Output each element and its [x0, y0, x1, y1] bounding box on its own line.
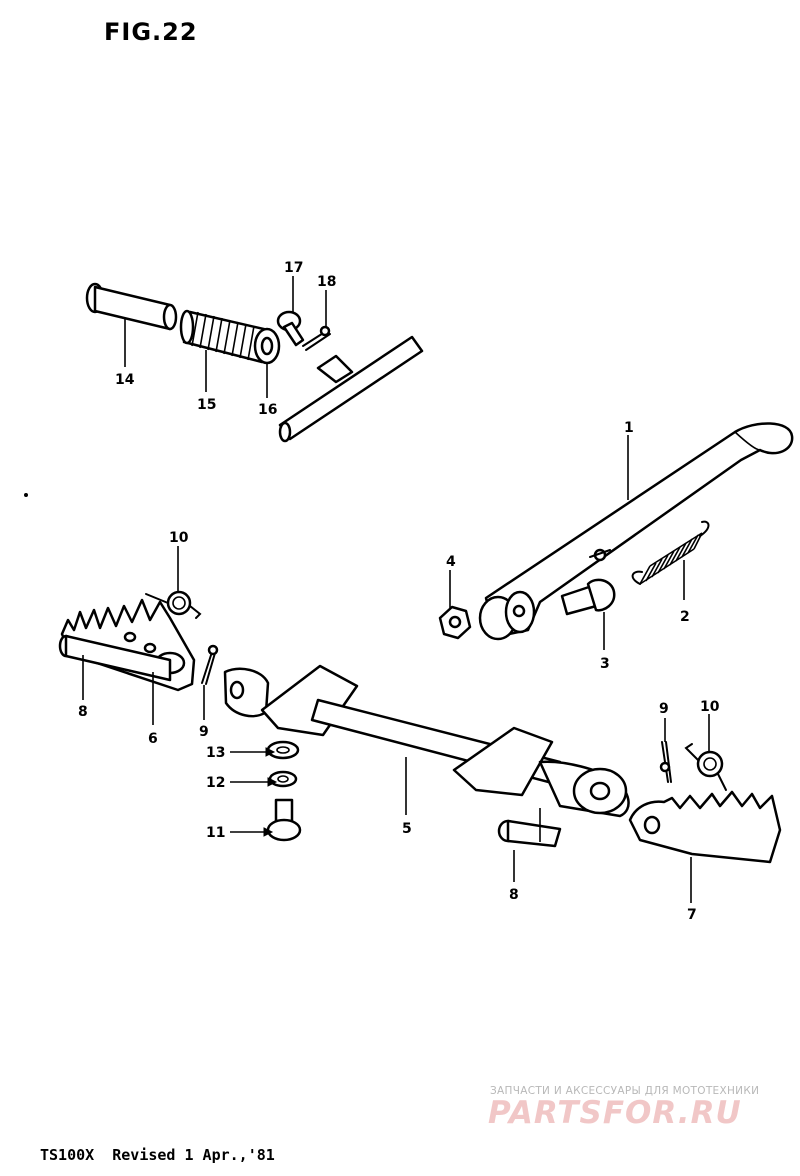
callout-3: 3	[600, 656, 610, 672]
figure-title: FIG.22	[104, 18, 198, 46]
callout-9-left: 9	[199, 724, 209, 740]
callout-15: 15	[197, 397, 216, 413]
scan-speck	[24, 493, 28, 497]
callout-11: 11	[206, 825, 225, 841]
part-18-cotter-pin	[302, 325, 331, 351]
part-10-right-spring	[684, 743, 727, 791]
part-3-bolt	[560, 578, 616, 616]
callout-2: 2	[680, 609, 690, 625]
part-5-footrest-bar	[223, 664, 630, 818]
part-2-spring	[631, 520, 710, 585]
leader-arrowheads	[263, 747, 278, 837]
callout-13: 13	[206, 745, 225, 761]
part-11-bolt	[266, 798, 302, 842]
callout-8-left: 8	[78, 704, 88, 720]
part-14-pin	[85, 282, 178, 331]
part-9-left-cotter-pin	[201, 644, 219, 685]
callout-10-left: 10	[169, 530, 189, 546]
frame-tube	[278, 335, 424, 443]
callout-14: 14	[115, 372, 135, 388]
part-8-right-pin	[497, 819, 562, 848]
part-8-left-pin	[58, 634, 172, 682]
part-4-nut	[438, 605, 472, 640]
callout-1: 1	[624, 420, 634, 436]
callout-16: 16	[258, 402, 277, 418]
callout-4: 4	[446, 554, 456, 570]
callout-7: 7	[687, 907, 697, 923]
part-15-grip	[179, 309, 270, 364]
callout-6: 6	[148, 731, 158, 747]
callout-17: 17	[284, 260, 303, 276]
part-9-right-cotter-pin	[659, 741, 672, 783]
watermark-logo: PARTSFOR.RU	[488, 1095, 742, 1131]
footer-revision: TS100X Revised 1 Apr.,'81	[40, 1146, 275, 1164]
part-1-side-stand	[478, 422, 794, 641]
callout-5: 5	[402, 821, 412, 837]
callout-18: 18	[317, 274, 336, 290]
part-13-washer	[266, 740, 300, 760]
callout-8-right: 8	[509, 887, 519, 903]
part-12-lock-washer	[268, 770, 298, 788]
part-10-left-spring	[145, 590, 202, 619]
watermark-caption: ЗАПЧАСТИ И АКСЕССУАРЫ ДЛЯ МОТОТЕХНИКИ	[490, 1085, 760, 1097]
callout-10-right: 10	[700, 699, 720, 715]
part-16-collar	[253, 327, 281, 365]
part-7-right-footpeg	[628, 790, 782, 864]
leader-lines	[82, 276, 710, 903]
part-17-clevis-pin	[276, 310, 305, 347]
callout-9-right: 9	[659, 701, 669, 717]
callout-12: 12	[206, 775, 225, 791]
